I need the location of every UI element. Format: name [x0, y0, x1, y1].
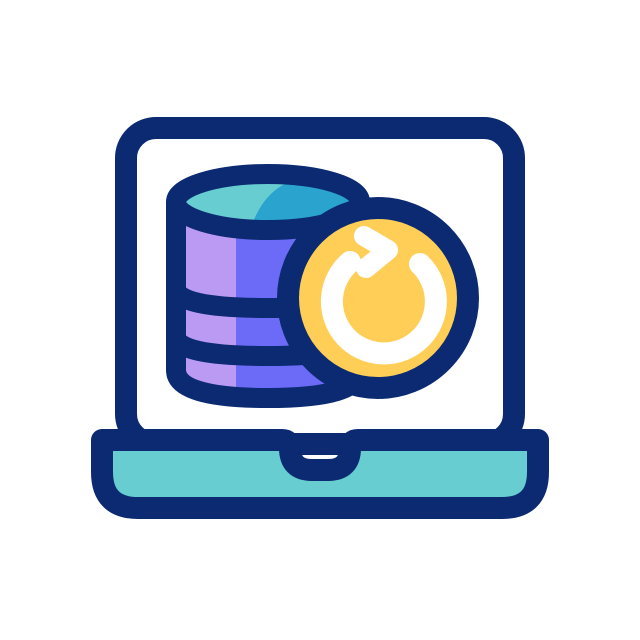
- laptop-base: [91, 429, 549, 519]
- sync-arrow-icon: [320, 251, 447, 365]
- sync-arrow-head-icon: [354, 226, 398, 278]
- sync-coin-icon: [277, 197, 479, 399]
